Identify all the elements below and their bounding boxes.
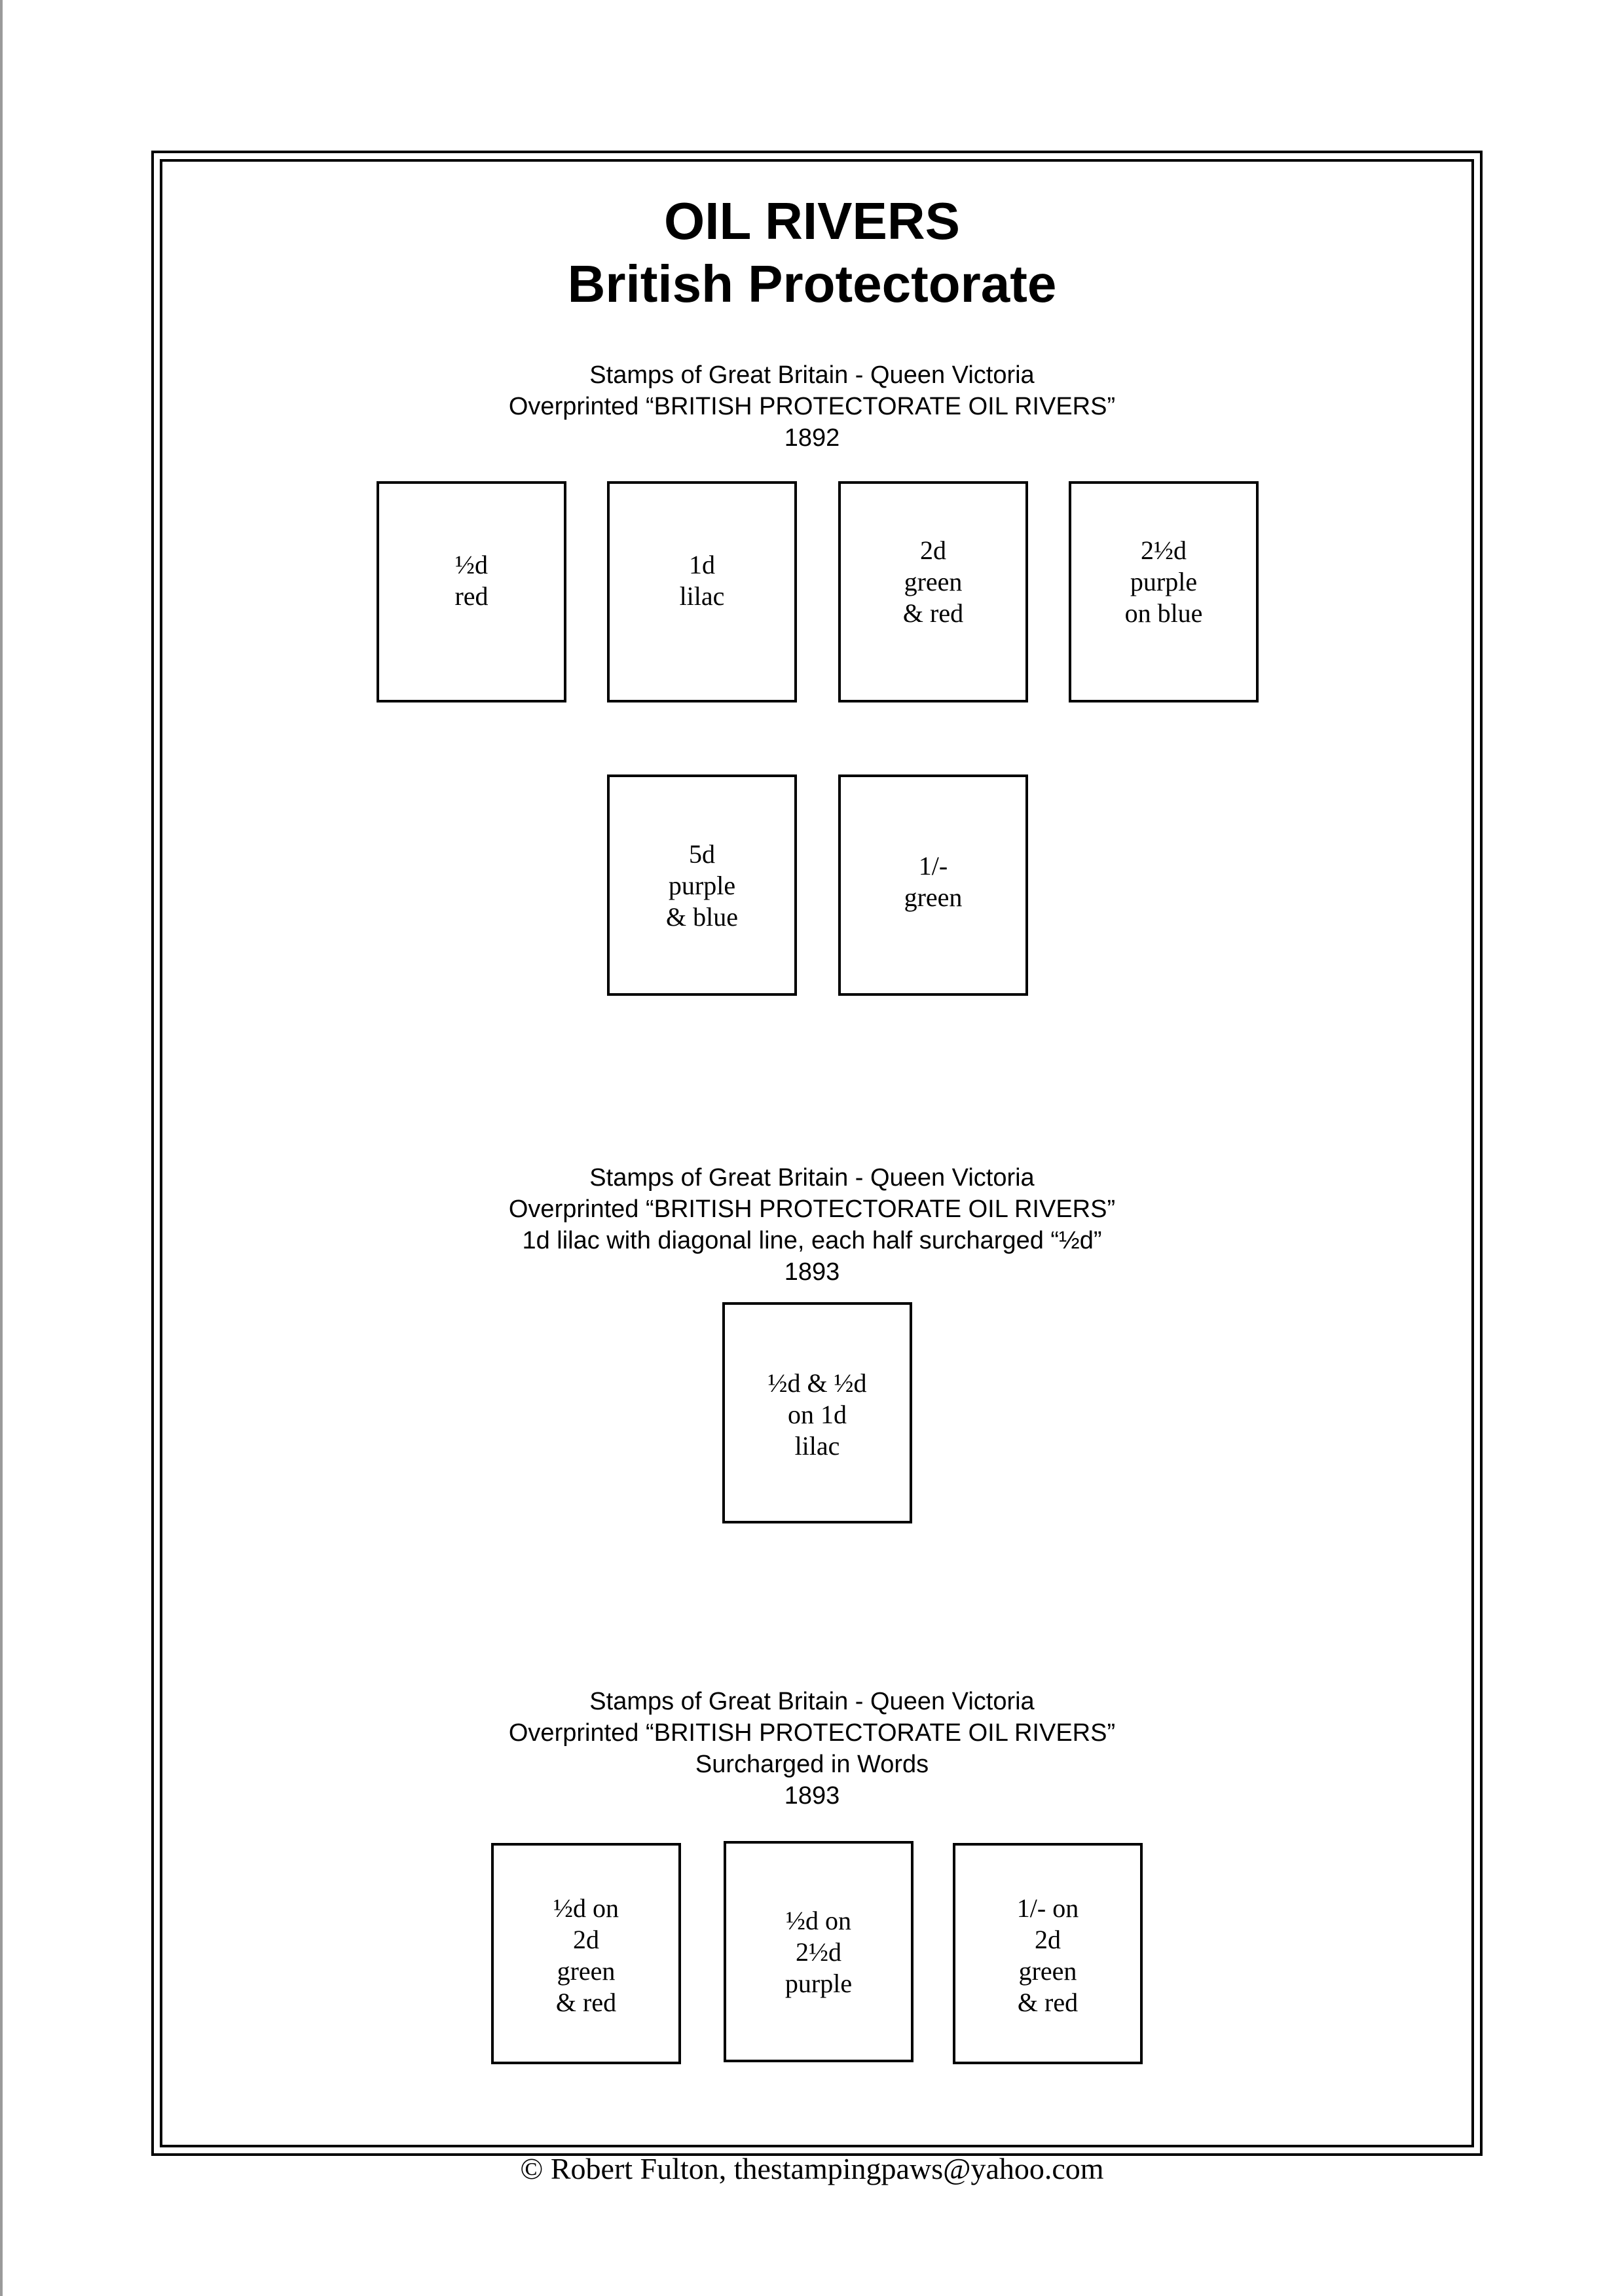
stamp-value: 2½d bbox=[1141, 536, 1187, 565]
section-1-overprint: Overprinted “BRITISH PROTECTORATE OIL RI… bbox=[508, 393, 1116, 420]
stamp-colour: & blue bbox=[666, 902, 738, 932]
stamp-colour: purple bbox=[784, 1969, 853, 1998]
stamp-box: ½d on 2d green & red bbox=[491, 1843, 681, 2064]
stamp-label: 1/- on 2d green & red bbox=[955, 1893, 1140, 2018]
stamp-label: 1d lilac bbox=[610, 549, 794, 612]
stamp-value: 1/- bbox=[918, 851, 948, 881]
stamp-value: 2d bbox=[920, 536, 946, 565]
section-1-year: 1892 bbox=[784, 424, 840, 452]
stamp-value: on 1d bbox=[788, 1400, 847, 1429]
stamp-box: ½d & ½d on 1d lilac bbox=[722, 1302, 912, 1523]
stamp-value: 2d bbox=[1035, 1925, 1061, 1954]
stamp-value: 2½d bbox=[796, 1937, 841, 1967]
stamp-box: 5d purple & blue bbox=[607, 774, 797, 996]
stamp-box: ½d red bbox=[377, 481, 566, 702]
stamp-colour: green bbox=[557, 1956, 616, 1986]
stamp-colour: & red bbox=[555, 1988, 617, 2017]
page-inner-border bbox=[160, 159, 1474, 2147]
stamp-label: 1/- green bbox=[841, 850, 1025, 913]
stamp-label: ½d on 2d green & red bbox=[494, 1893, 678, 2018]
stamp-colour: green bbox=[1018, 1956, 1077, 1986]
section-3-description: Surcharged in Words bbox=[695, 1751, 929, 1778]
page-outer-border bbox=[151, 151, 1483, 2156]
stamp-colour: red bbox=[454, 581, 489, 611]
stamp-label: ½d red bbox=[379, 549, 564, 612]
stamp-box: 2d green & red bbox=[838, 481, 1028, 702]
stamp-colour: purple bbox=[668, 871, 736, 900]
stamp-label: 2d green & red bbox=[841, 535, 1025, 629]
stamp-colour: lilac bbox=[794, 1431, 840, 1461]
copyright-footer: © Robert Fulton, thestampingpaws@yahoo.c… bbox=[520, 2152, 1104, 2185]
stamp-box: ½d on 2½d purple bbox=[724, 1841, 913, 2062]
stamp-value: ½d & ½d bbox=[767, 1368, 867, 1398]
stamp-value: ½d on bbox=[553, 1893, 619, 1923]
stamp-colour: green bbox=[904, 883, 963, 912]
stamp-colour: & red bbox=[902, 598, 964, 628]
stamp-label: ½d & ½d on 1d lilac bbox=[725, 1368, 910, 1462]
stamp-colour: on blue bbox=[1124, 598, 1203, 628]
section-2-description: 1d lilac with diagonal line, each half s… bbox=[522, 1227, 1102, 1254]
section-1-heading: Stamps of Great Britain - Queen Victoria bbox=[589, 361, 1035, 389]
section-2-overprint: Overprinted “BRITISH PROTECTORATE OIL RI… bbox=[508, 1195, 1116, 1223]
stamp-colour: & red bbox=[1017, 1988, 1079, 2017]
stamp-value: ½d on bbox=[786, 1906, 851, 1935]
stamp-box: 2½d purple on blue bbox=[1069, 481, 1259, 702]
stamp-box: 1/- on 2d green & red bbox=[953, 1843, 1143, 2064]
stamp-value: 1/- on bbox=[1016, 1893, 1079, 1923]
stamp-value: 5d bbox=[689, 839, 715, 869]
stamp-colour: lilac bbox=[679, 581, 725, 611]
stamp-colour: purple bbox=[1130, 567, 1198, 596]
section-2-heading: Stamps of Great Britain - Queen Victoria bbox=[589, 1164, 1035, 1192]
section-3-overprint: Overprinted “BRITISH PROTECTORATE OIL RI… bbox=[508, 1719, 1116, 1747]
page-subtitle: British Protectorate bbox=[567, 255, 1057, 313]
stamp-label: 5d purple & blue bbox=[610, 839, 794, 933]
page-edge bbox=[0, 0, 3, 2296]
stamp-box: 1/- green bbox=[838, 774, 1028, 996]
stamp-colour: green bbox=[904, 567, 963, 596]
section-3-heading: Stamps of Great Britain - Queen Victoria bbox=[589, 1688, 1035, 1715]
stamp-value: ½d bbox=[455, 550, 488, 579]
stamp-box: 1d lilac bbox=[607, 481, 797, 702]
section-2-year: 1893 bbox=[784, 1258, 840, 1286]
stamp-value: 1d bbox=[689, 550, 715, 579]
stamp-label: ½d on 2½d purple bbox=[726, 1905, 911, 1999]
stamp-label: 2½d purple on blue bbox=[1071, 535, 1256, 629]
stamp-value: 2d bbox=[573, 1925, 599, 1954]
page-title: OIL RIVERS bbox=[664, 192, 960, 250]
section-3-year: 1893 bbox=[784, 1782, 840, 1810]
